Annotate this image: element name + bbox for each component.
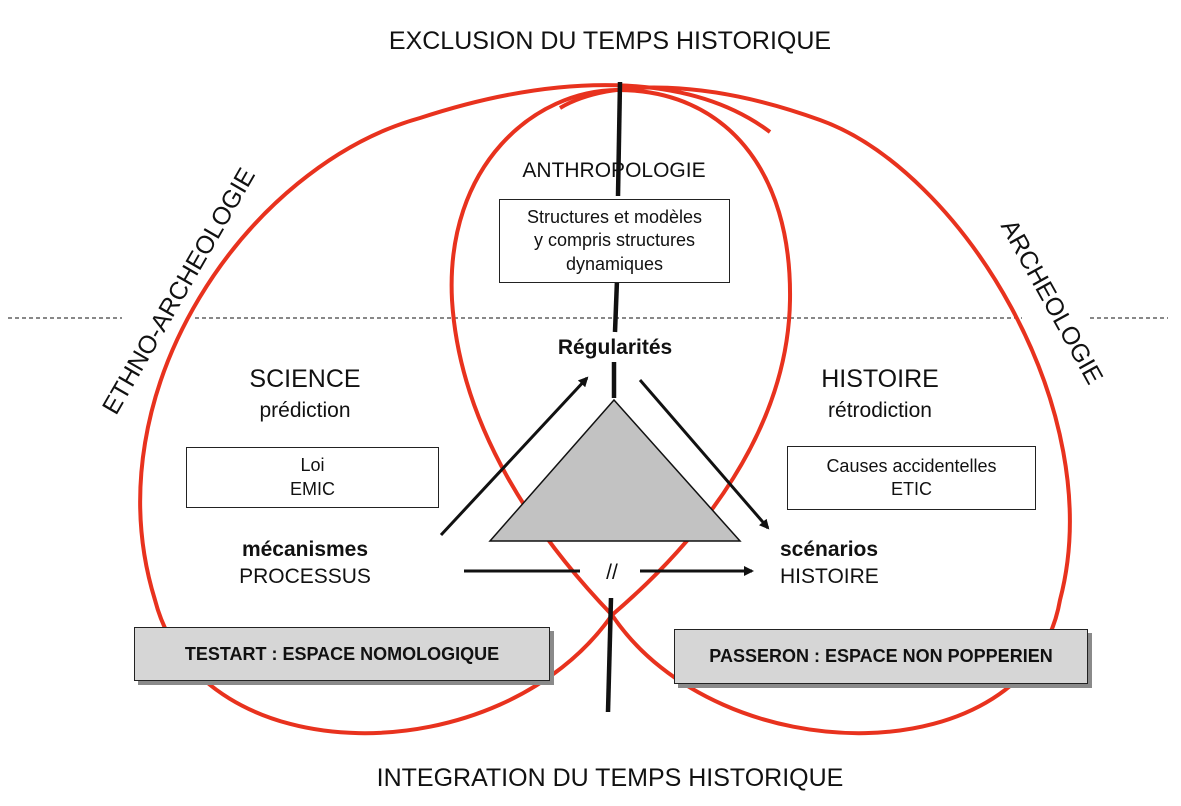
histoire-box: Causes accidentelles ETIC [787,446,1036,510]
bottom-title: INTEGRATION DU TEMPS HISTORIQUE [376,764,844,792]
science-box-line: EMIC [290,478,335,499]
anthropology-box-line: y compris structures [533,230,696,251]
anthropology-box-line: dynamiques [565,253,664,274]
vertical-axis-top [615,81,623,197]
outer-left-loop [138,83,772,736]
histoire-subtitle: rétrodiction [828,399,932,422]
science-box-line: Loi [300,455,325,476]
break-mark: // [606,561,618,584]
histoire-box-line: Causes accidentelles [826,455,997,476]
anthropology-title: ANTHROPOLOGIE [522,159,706,182]
regularites-label: Régularités [557,336,673,359]
passeron-box: PASSERON : ESPACE NON POPPERIEN [674,629,1088,684]
science-box: Loi EMIC [186,447,439,508]
vertical-axis-mid [612,279,620,333]
histoire-label: HISTOIRE [780,565,879,588]
testart-box: TESTART : ESPACE NOMOLOGIQUE [134,627,550,681]
vertical-axis-bottom [605,597,614,713]
anthropology-box: Structures et modèles y compris structur… [499,199,730,283]
processus-label: PROCESSUS [239,565,371,588]
scenarios-label: scénarios [780,538,879,561]
central-triangle [488,398,742,542]
anthropology-box-line: Structures et modèles [526,206,703,227]
science-subtitle: prédiction [259,399,351,422]
science-title: SCIENCE [249,365,361,393]
mecanismes-label: mécanismes [241,538,369,561]
histoire-box-line: ETIC [890,479,932,499]
top-title: EXCLUSION DU TEMPS HISTORIQUE [388,27,832,55]
arrow-to-scenarios [638,379,770,530]
outer-right-loop [558,85,1072,736]
arrow-to-regularites [439,376,589,537]
histoire-title: HISTOIRE [821,365,939,393]
